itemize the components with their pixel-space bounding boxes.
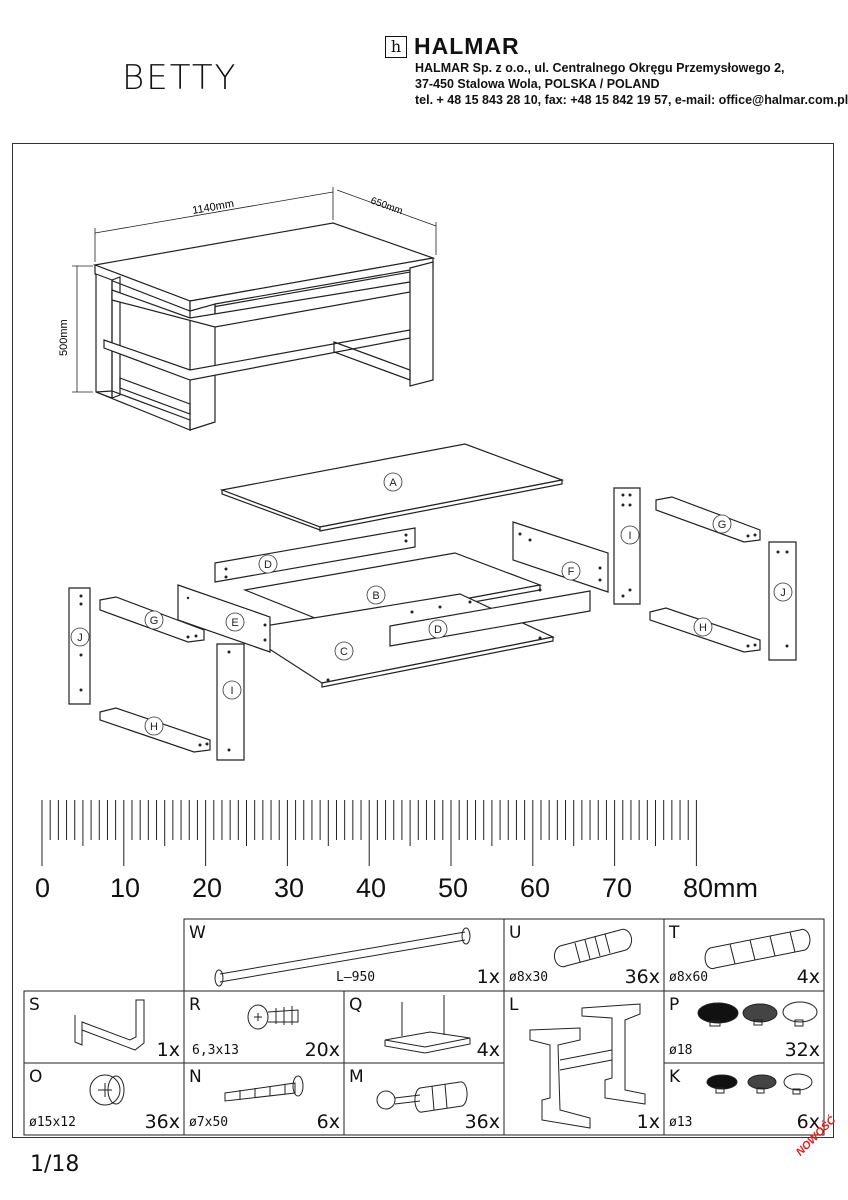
ruler-label: 60 — [520, 873, 550, 903]
part-label-D: D — [434, 624, 442, 636]
cap-K-illustration — [706, 1073, 813, 1095]
part-label-C: C — [340, 646, 348, 658]
hardware-letter-S: S — [29, 995, 40, 1015]
part-label-F: F — [568, 566, 575, 578]
dimension-width: 1140mm — [191, 198, 234, 217]
hardware-qty-K: 6x — [797, 1111, 820, 1133]
ruler-labels: 0 10 20 30 40 50 60 70 80mm — [35, 873, 758, 903]
hardware-qty-N: 6x — [317, 1111, 340, 1133]
part-label-E: E — [231, 617, 238, 629]
dimension-height: 500mm — [58, 319, 70, 356]
hardware-table — [23, 918, 825, 1136]
hardware-spec-O: ø15x12 — [29, 1115, 76, 1130]
hardware-qty-W: 1x — [477, 966, 500, 988]
part-label-J: J — [77, 632, 83, 644]
hardware-letter-O: O — [29, 1067, 42, 1087]
glide-Q-illustration — [384, 995, 471, 1054]
part-E-side-panel — [177, 584, 271, 653]
halmar-logo-icon: h — [385, 36, 407, 58]
brand-name: HALMAR — [414, 33, 520, 59]
ruler-label: 80mm — [683, 873, 758, 903]
hardware-spec-U: ø8x30 — [509, 970, 548, 985]
hardware-qty-R: 20x — [305, 1039, 340, 1061]
ruler-label: 10 — [110, 873, 140, 903]
hardware-letter-Q: Q — [349, 995, 362, 1015]
hardware-qty-L: 1x — [637, 1111, 660, 1133]
ruler-label: 30 — [274, 873, 304, 903]
hardware-qty-Q: 4x — [477, 1039, 500, 1061]
hardware-spec-T: ø8x60 — [669, 970, 708, 985]
allen-key-S-illustration — [74, 999, 145, 1051]
part-label-G: G — [150, 615, 159, 627]
part-label-A: A — [389, 477, 397, 489]
part-label-I: I — [628, 530, 631, 542]
cap-P-illustration — [697, 1001, 818, 1027]
part-label-H: H — [150, 721, 158, 733]
hardware-letter-L: L — [509, 995, 519, 1015]
dowel-T-illustration — [704, 928, 811, 970]
dowel-U-illustration — [553, 928, 633, 968]
part-I-leg-left — [216, 643, 245, 761]
hardware-letter-M: M — [349, 1067, 364, 1087]
hardware-letter-N: N — [189, 1067, 202, 1087]
hardware-letter-T: T — [668, 923, 680, 943]
drawing-frame — [12, 143, 834, 1138]
connector-M-illustration — [376, 1081, 468, 1113]
dimension-depth: 650mm — [369, 195, 404, 217]
hardware-qty-P: 32x — [785, 1039, 820, 1061]
hardware-qty-O: 36x — [145, 1111, 180, 1133]
ruler-label: 50 — [438, 873, 468, 903]
hardware-spec-N: ø7x50 — [189, 1115, 228, 1130]
bolt-N-illustration — [224, 1075, 304, 1102]
hardware-letter-K: K — [669, 1067, 681, 1087]
measurement-ruler — [41, 800, 697, 866]
part-G-rail-right — [655, 496, 761, 543]
hardware-letter-W: W — [189, 923, 206, 943]
hardware-letter-U: U — [509, 923, 521, 943]
part-label-I: I — [230, 685, 233, 697]
hardware-spec-R: 6,3x13 — [192, 1043, 239, 1058]
contact-line: tel. + 48 15 843 28 10, fax: +48 15 842 … — [415, 93, 848, 107]
address-line-1: HALMAR Sp. z o.o., ul. Centralnego Okręg… — [415, 61, 785, 75]
hardware-spec-K: ø13 — [669, 1115, 692, 1130]
part-I-leg-right — [613, 487, 641, 605]
ruler-label: 70 — [602, 873, 632, 903]
hardware-spec-W: L–950 — [336, 970, 375, 985]
part-label-H: H — [699, 622, 707, 634]
assembled-table-illustration — [92, 222, 436, 431]
ruler-label: 40 — [356, 873, 386, 903]
hardware-letter-P: P — [669, 995, 679, 1015]
part-label-B: B — [372, 590, 379, 602]
hardware-qty-U: 36x — [625, 966, 660, 988]
hardware-qty-T: 4x — [797, 966, 820, 988]
hardware-qty-M: 36x — [465, 1111, 500, 1133]
cam-lock-O-illustration — [89, 1074, 125, 1106]
ruler-label: 20 — [192, 873, 222, 903]
hardware-spec-P: ø18 — [669, 1043, 692, 1058]
hardware-qty-S: 1x — [157, 1039, 180, 1061]
product-title: BETTY — [122, 58, 238, 98]
hardware-letter-R: R — [189, 995, 201, 1015]
screw-R-illustration — [247, 1004, 299, 1030]
lift-mechanism-L-illustration — [529, 1003, 646, 1129]
part-label-G: G — [718, 519, 727, 531]
dimension-lines — [72, 187, 437, 393]
part-label-J: J — [780, 587, 786, 599]
address-line-2: 37-450 Stalowa Wola, POLSKA / POLAND — [415, 77, 660, 91]
part-F-side-panel — [512, 521, 609, 593]
page-number: 1/18 — [30, 1152, 80, 1177]
ruler-label: 0 — [35, 873, 50, 903]
rod-W-illustration — [214, 927, 471, 987]
part-label-D: D — [264, 559, 272, 571]
